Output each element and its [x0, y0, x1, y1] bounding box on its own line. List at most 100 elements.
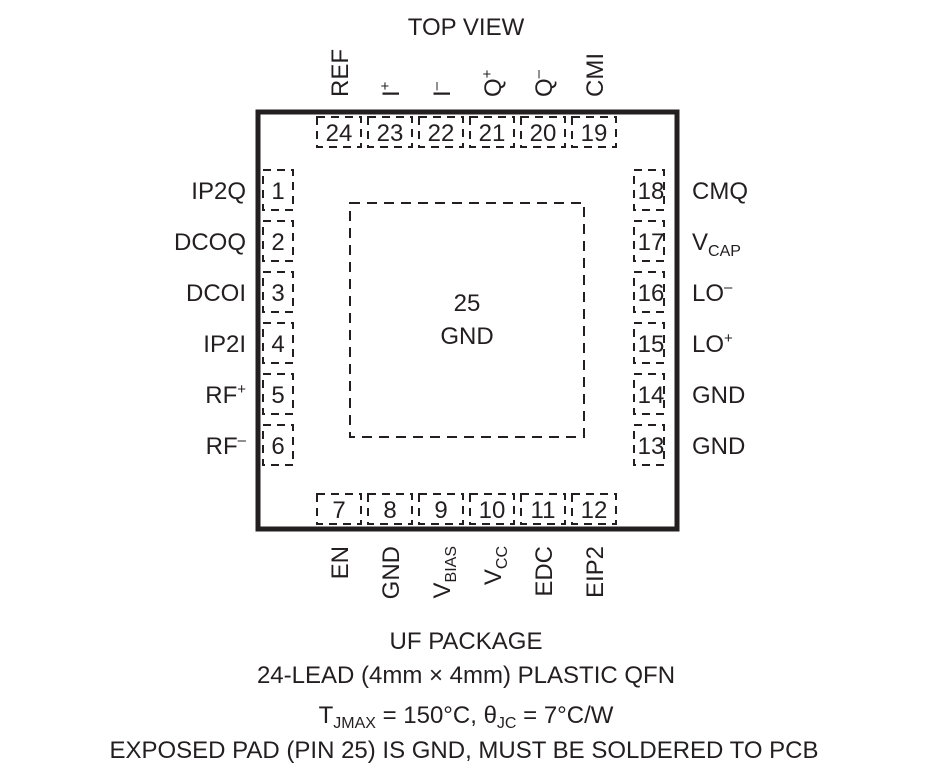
pin-pad-6 — [262, 424, 294, 466]
pin-16: 16 LO– — [633, 271, 733, 313]
pin-pad-14 — [633, 373, 665, 415]
pin-number-16: 16 — [638, 280, 665, 307]
pin-22: 22 I– — [418, 81, 464, 148]
thermal-jc-sub: JC — [497, 715, 517, 732]
pin-number-13: 13 — [638, 433, 665, 460]
pin-pad-21 — [469, 116, 515, 148]
pin-label-13: GND — [692, 433, 745, 460]
pin-pad-12 — [571, 493, 617, 525]
pin-pad-3 — [262, 271, 294, 313]
pin-number-23: 23 — [377, 120, 404, 147]
pin-pad-4 — [262, 322, 294, 364]
pin-number-22: 22 — [428, 120, 455, 147]
pin-number-7: 7 — [332, 497, 345, 524]
pin-pad-18 — [633, 169, 665, 211]
pin-number-4: 4 — [271, 331, 284, 358]
thermal-tj-sub: JMAX — [333, 715, 376, 732]
pin-label-2: DCOQ — [174, 229, 246, 256]
pin-label-12: EIP2 — [582, 546, 609, 598]
pin-number-14: 14 — [638, 382, 665, 409]
pin-pad-17 — [633, 220, 665, 262]
pin-label-5: RF+ — [205, 381, 246, 409]
pin-label-1: IP2Q — [191, 178, 246, 205]
pin-number-6: 6 — [271, 433, 284, 460]
pin-1: 1 IP2Q — [191, 169, 294, 211]
pin-24: 24 REF — [316, 49, 362, 148]
pin-20: 20 Q– — [520, 69, 566, 148]
pin-number-1: 1 — [271, 178, 284, 205]
pin-label-10: VCC — [480, 546, 511, 585]
pin-pad-22 — [418, 116, 464, 148]
pin-pad-19 — [571, 116, 617, 148]
pin-pad-24 — [316, 116, 362, 148]
pin-pad-16 — [633, 271, 665, 313]
pin-label-22: I– — [428, 81, 456, 97]
pin-number-19: 19 — [581, 120, 608, 147]
exposed-pad-number: 25 — [454, 290, 481, 317]
package-outline — [255, 109, 680, 532]
pin-number-12: 12 — [581, 497, 608, 524]
diagram-title: TOP VIEW — [408, 14, 525, 41]
pin-pad-13 — [633, 424, 665, 466]
pin-label-14: GND — [692, 382, 745, 409]
pin-3: 3 DCOI — [186, 271, 294, 313]
pin-number-5: 5 — [271, 382, 284, 409]
pin-18: 18 CMQ — [633, 169, 748, 211]
pin-number-18: 18 — [638, 178, 665, 205]
pin-14: 14 GND — [633, 373, 745, 415]
pin-number-9: 9 — [434, 497, 447, 524]
thermal-suffix: = 7°C/W — [516, 702, 613, 729]
pin-pad-11 — [520, 493, 566, 525]
pin-label-23: I+ — [377, 81, 405, 97]
pin-13: 13 GND — [633, 424, 745, 466]
pin-number-8: 8 — [383, 497, 396, 524]
pin-label-11: EDC — [531, 546, 558, 597]
pin-number-20: 20 — [530, 120, 557, 147]
pin-number-3: 3 — [271, 280, 284, 307]
pin-label-7: EN — [327, 546, 354, 579]
thermal-tj-mid: = 150°C, θ — [376, 702, 497, 729]
pin-number-24: 24 — [326, 120, 353, 147]
pin-label-16: LO– — [692, 279, 733, 307]
pin-7: 7EN — [316, 493, 362, 579]
pin-pad-2 — [262, 220, 294, 262]
pin-label-3: DCOI — [186, 280, 246, 307]
pin-5: 5 RF+ — [205, 373, 294, 415]
pin-label-8: GND — [378, 546, 405, 599]
pin-pad-23 — [367, 116, 413, 148]
exposed-pad-label: GND — [440, 323, 493, 350]
pin-pad-9 — [418, 493, 464, 525]
pin-pad-1 — [262, 169, 294, 211]
pin-pad-5 — [262, 373, 294, 415]
pin-label-20: Q– — [530, 69, 558, 97]
pin-number-17: 17 — [638, 229, 665, 256]
pin-21: 21Q+ — [469, 69, 515, 148]
pin-number-2: 2 — [271, 229, 284, 256]
pin-6: 6 RF– — [206, 424, 294, 466]
pin-label-6: RF– — [206, 432, 247, 460]
pin-label-9: VBIAS — [429, 546, 460, 598]
exposed-pad-outline — [349, 202, 585, 438]
pin-number-11: 11 — [531, 497, 556, 524]
package-description: 24-LEAD (4mm × 4mm) PLASTIC QFN — [257, 662, 675, 689]
pin-label-18: CMQ — [692, 178, 748, 205]
pin-pad-8 — [367, 493, 413, 525]
pin-23: 23 I+ — [367, 81, 413, 148]
package-name: UF PACKAGE — [390, 628, 543, 655]
pin-pad-10 — [469, 493, 515, 525]
pin-label-24: REF — [327, 49, 354, 97]
pin-label-21: Q+ — [479, 69, 507, 97]
